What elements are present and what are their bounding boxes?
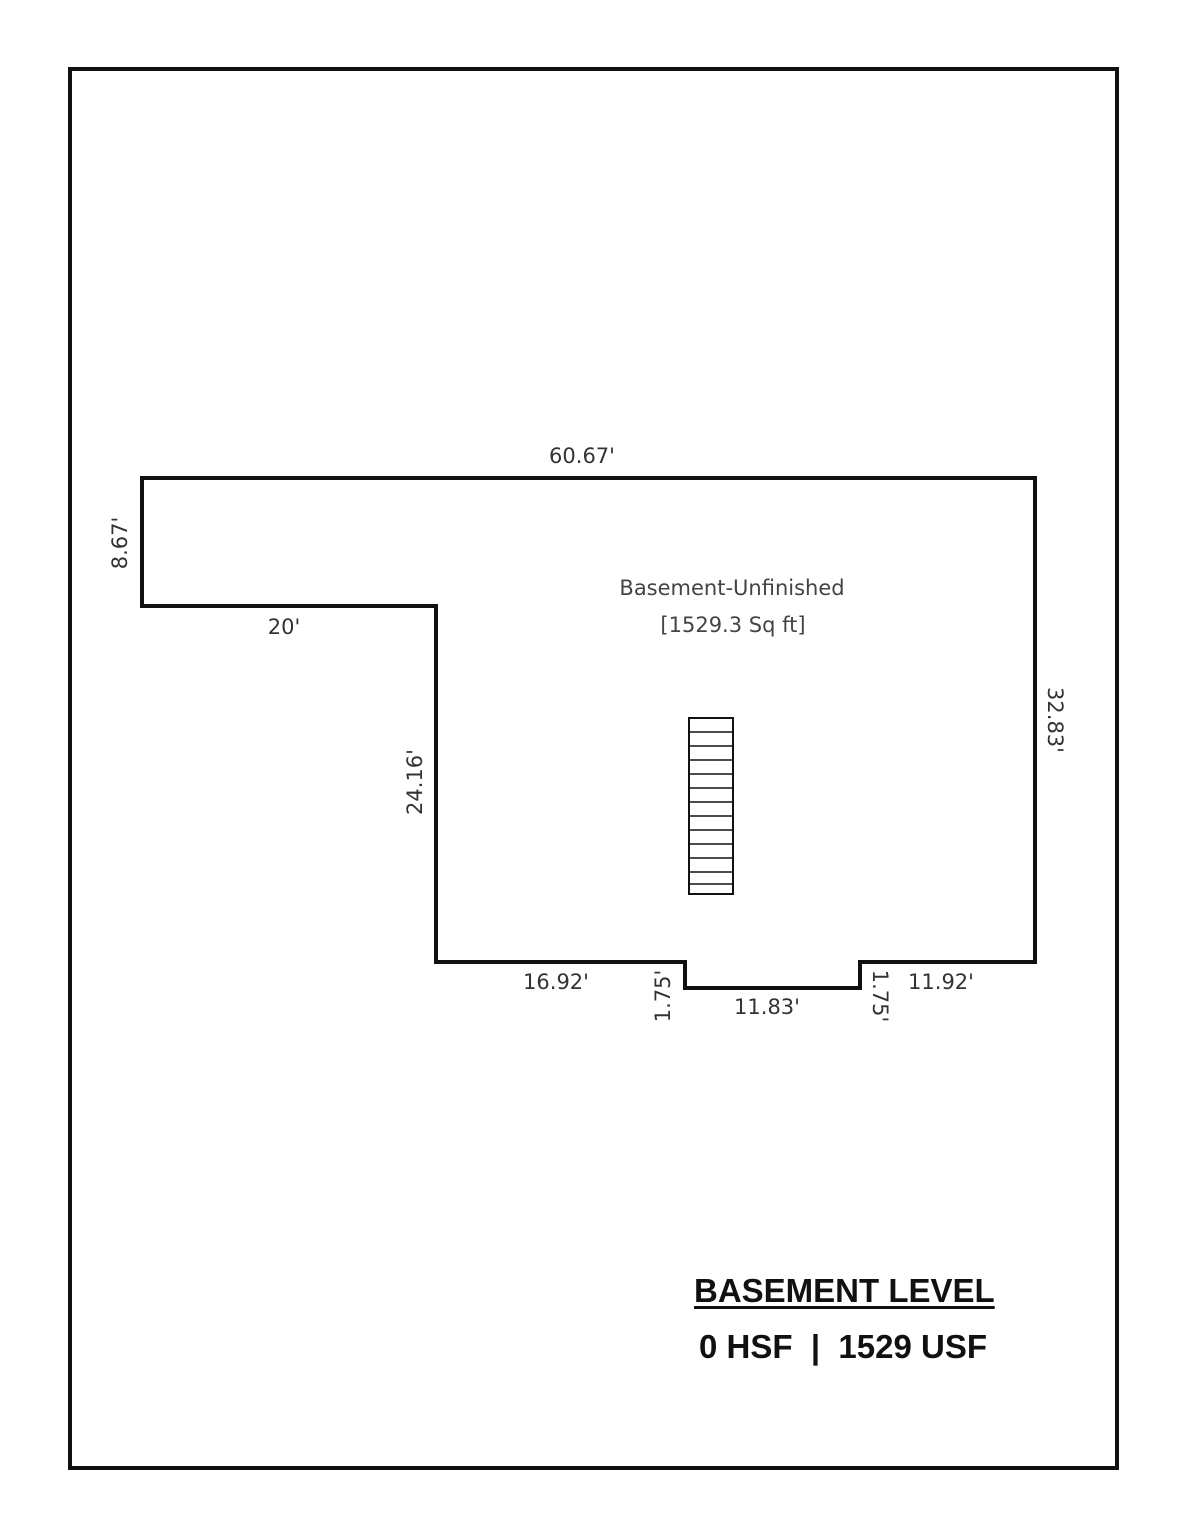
level-area-summary: 0 HSF | 1529 USF	[698, 1328, 987, 1365]
level-title: BASEMENT LEVEL	[694, 1272, 995, 1309]
dim-step-horizontal: 20'	[268, 615, 301, 639]
dim-top: 60.67'	[549, 444, 615, 468]
dim-right: 32.83'	[1043, 687, 1067, 753]
basement-outline	[140, 476, 1037, 990]
dim-notch-bottom: 11.83'	[734, 995, 800, 1019]
room-area: [1529.3 Sq ft]	[660, 613, 805, 637]
dim-bottom-left: 16.92'	[523, 970, 589, 994]
room-name: Basement-Unfinished	[619, 576, 844, 600]
dim-step-vertical: 24.16'	[403, 749, 427, 815]
staircase-outline	[688, 717, 734, 895]
dim-notch-left: 1.75'	[651, 970, 675, 1023]
page-border	[68, 67, 1119, 1470]
dim-bottom-right: 11.92'	[908, 970, 974, 994]
dim-left-short: 8.67'	[108, 517, 132, 570]
dim-notch-right: 1.75'	[868, 970, 892, 1023]
staircase	[688, 717, 734, 895]
